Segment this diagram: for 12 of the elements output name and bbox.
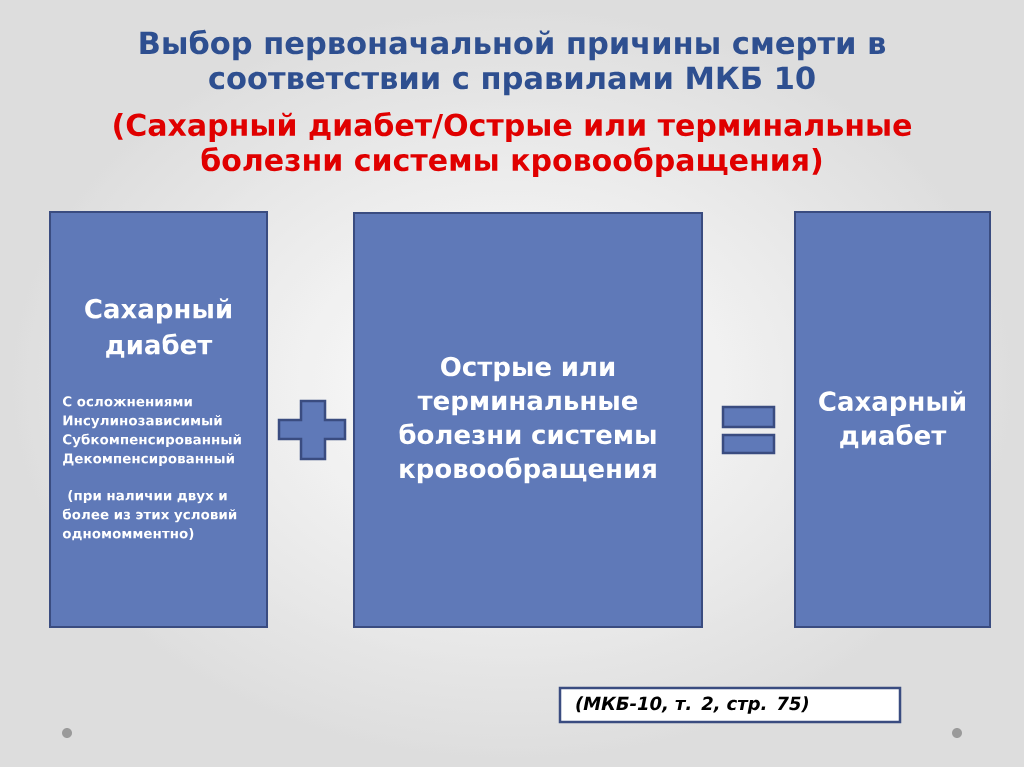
box-heading: Сахарный диабет	[85, 298, 231, 358]
note-text: (при наличии двух и более из этих условий одномомментно)	[62, 490, 237, 541]
process-box: Сахарный диабет	[794, 211, 991, 628]
list-item: Субкомпенсированный	[62, 433, 241, 448]
subtitle: (Сахарный диабет/Острые или терминальные болезни системы кровообращения)	[114, 112, 911, 177]
citation-box: (МКБ-10, т. 2, стр. 75)	[558, 686, 902, 724]
list-item: Декомпенсированный	[63, 452, 234, 467]
list-item: Инсулинозависимый	[63, 414, 222, 429]
title: Выбор первоначальной причины смерти в соответствии с правилами МКБ 10	[140, 29, 886, 96]
process-box: Острые или терминальные болезни системы кровообращения	[353, 212, 703, 628]
list-item: С осложнениями	[62, 396, 192, 407]
process-box	[49, 211, 268, 628]
